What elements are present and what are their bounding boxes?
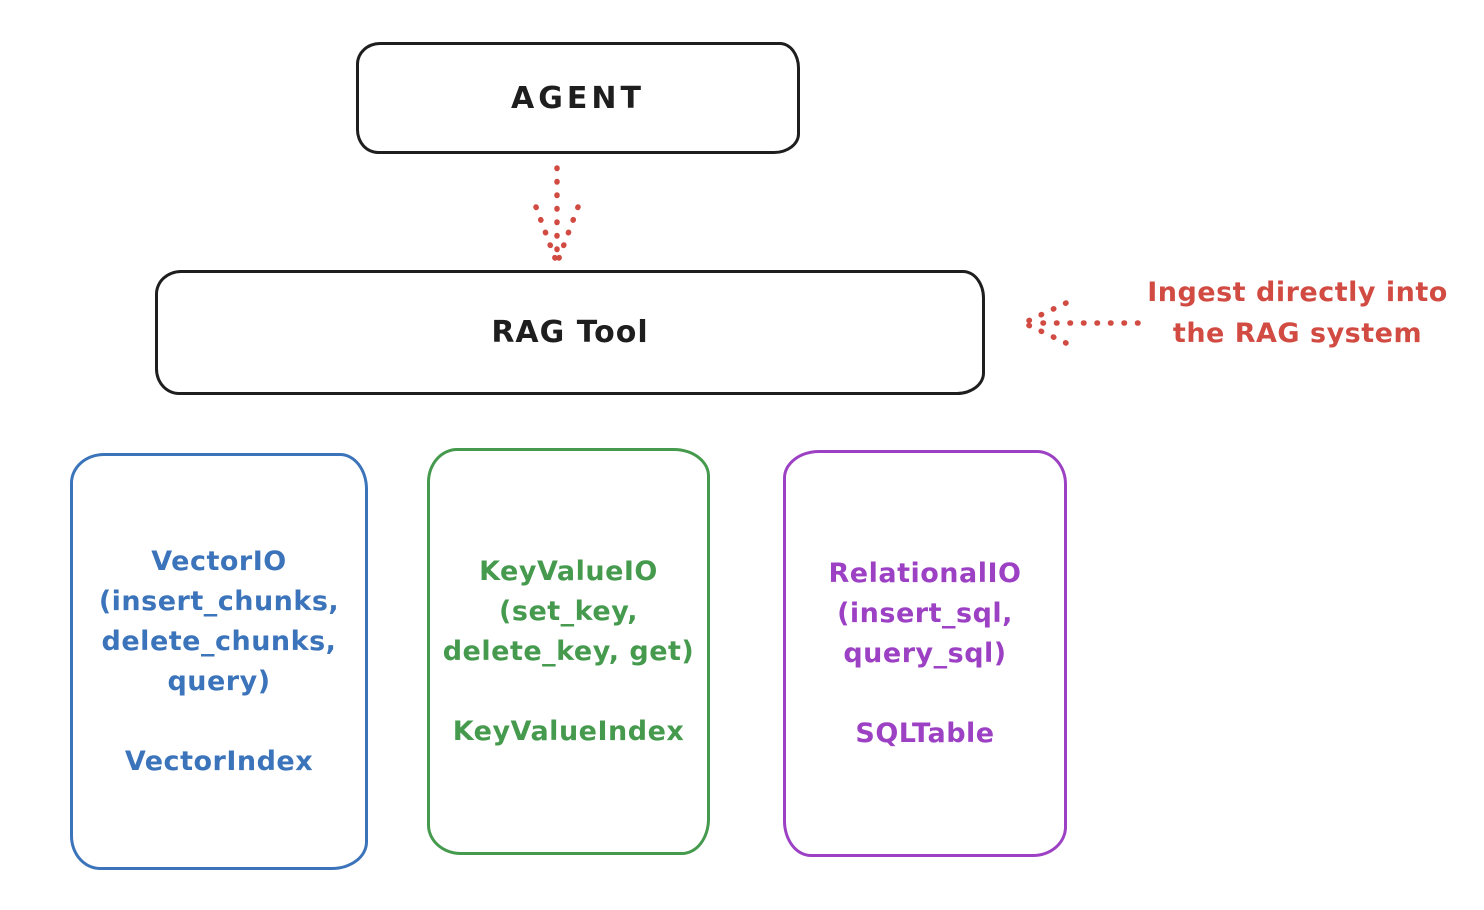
module-title: RelationalIO xyxy=(828,557,1022,589)
module-method-line: delete_key, get) xyxy=(442,635,695,667)
ingest-annotation-line2: the RAG system xyxy=(1172,318,1423,349)
agent-label: AGENT xyxy=(511,80,645,116)
agent-box: AGENT xyxy=(356,42,800,154)
module-index-label: SQLTable xyxy=(855,717,995,749)
agent-to-rag-arrow xyxy=(533,165,581,261)
module-relational-io: RelationalIO (insert_sql, query_sql) SQL… xyxy=(783,450,1067,857)
module-index-label: VectorIndex xyxy=(124,745,314,777)
module-method-line: (set_key, xyxy=(499,595,638,627)
module-keyvalue-io: KeyValueIO (set_key, delete_key, get) Ke… xyxy=(427,448,710,855)
module-method-line: (insert_chunks, xyxy=(98,585,340,617)
ingest-annotation-arrow xyxy=(1025,300,1141,346)
ingest-annotation: Ingest directly into the RAG system xyxy=(1130,272,1465,354)
module-title: KeyValueIO xyxy=(479,555,658,587)
module-index-label: KeyValueIndex xyxy=(452,715,685,747)
rag-tool-box: RAG Tool xyxy=(155,270,985,395)
ingest-annotation-line1: Ingest directly into xyxy=(1147,277,1448,308)
module-vector-io: VectorIO (insert_chunks, delete_chunks, … xyxy=(70,453,368,870)
rag-tool-label: RAG Tool xyxy=(491,315,649,350)
module-method-line: query_sql) xyxy=(843,637,1007,669)
module-method-line: (insert_sql, xyxy=(837,597,1013,629)
module-method-line: query) xyxy=(167,665,271,697)
module-method-line: delete_chunks, xyxy=(101,625,337,657)
module-title: VectorIO xyxy=(151,545,287,577)
